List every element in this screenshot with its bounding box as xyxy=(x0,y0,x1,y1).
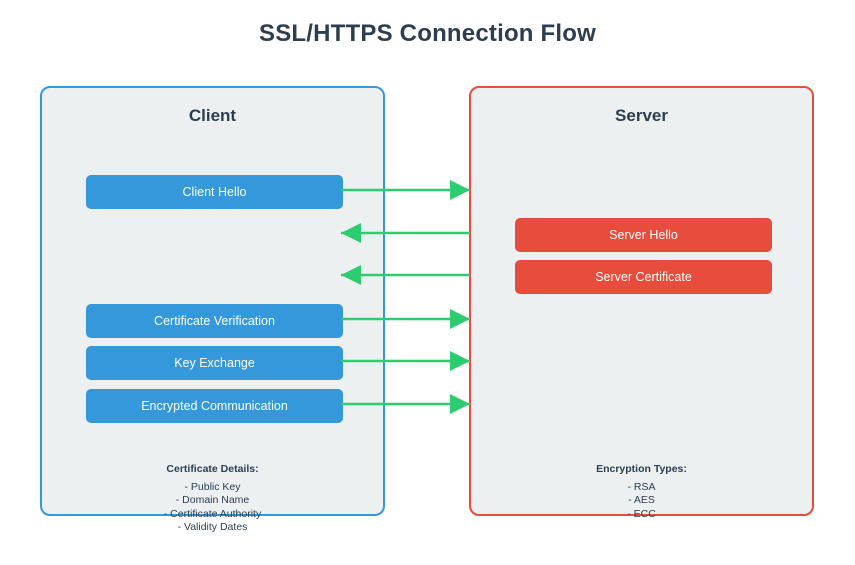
client-step-label: Key Exchange xyxy=(174,356,255,370)
client-panel-title: Client xyxy=(188,106,237,125)
arrow-head xyxy=(450,394,470,414)
arrow-head xyxy=(450,180,470,200)
server-step-server-certificate[interactable]: Server Certificate xyxy=(515,260,772,294)
client-step-encrypted-communication[interactable]: Encrypted Communication xyxy=(86,389,343,423)
client-panel: Client Client Hello Certificate Verifica… xyxy=(40,86,385,533)
client-note-item: - Domain Name xyxy=(175,494,250,506)
server-note-item: - RSA xyxy=(627,480,656,493)
server-note-block: Encryption Types: - RSA - AES - ECC xyxy=(471,463,812,521)
client-step-client-hello[interactable]: Client Hello xyxy=(86,175,343,209)
server-step-label: Server Hello xyxy=(609,228,678,242)
client-note-item: - Certificate Authority xyxy=(163,507,262,520)
client-step-certificate-verification[interactable]: Certificate Verification xyxy=(86,304,343,338)
client-step-label: Encrypted Communication xyxy=(141,399,288,413)
client-step-key-exchange[interactable]: Key Exchange xyxy=(86,346,343,380)
client-note-item: - Validity Dates xyxy=(177,521,248,533)
client-note-item: - Public Key xyxy=(184,480,241,493)
server-panel: Server Server Hello Server Certificate E… xyxy=(469,86,814,520)
server-note-item: - AES xyxy=(628,494,655,506)
client-step-label: Certificate Verification xyxy=(154,314,275,328)
arrow-head xyxy=(450,351,470,371)
server-note-title: Encryption Types: xyxy=(596,463,687,475)
client-note-title: Certificate Details: xyxy=(166,463,259,475)
server-note-item: - ECC xyxy=(627,507,656,520)
page-title: SSL/HTTPS Connection Flow xyxy=(259,20,596,47)
server-step-label: Server Certificate xyxy=(595,270,692,284)
server-step-server-hello[interactable]: Server Hello xyxy=(515,218,772,252)
client-note-block: Certificate Details: - Public Key - Doma… xyxy=(42,463,383,535)
arrow-head xyxy=(450,309,470,329)
client-step-label: Client Hello xyxy=(182,185,247,199)
server-panel-title: Server xyxy=(615,106,668,125)
